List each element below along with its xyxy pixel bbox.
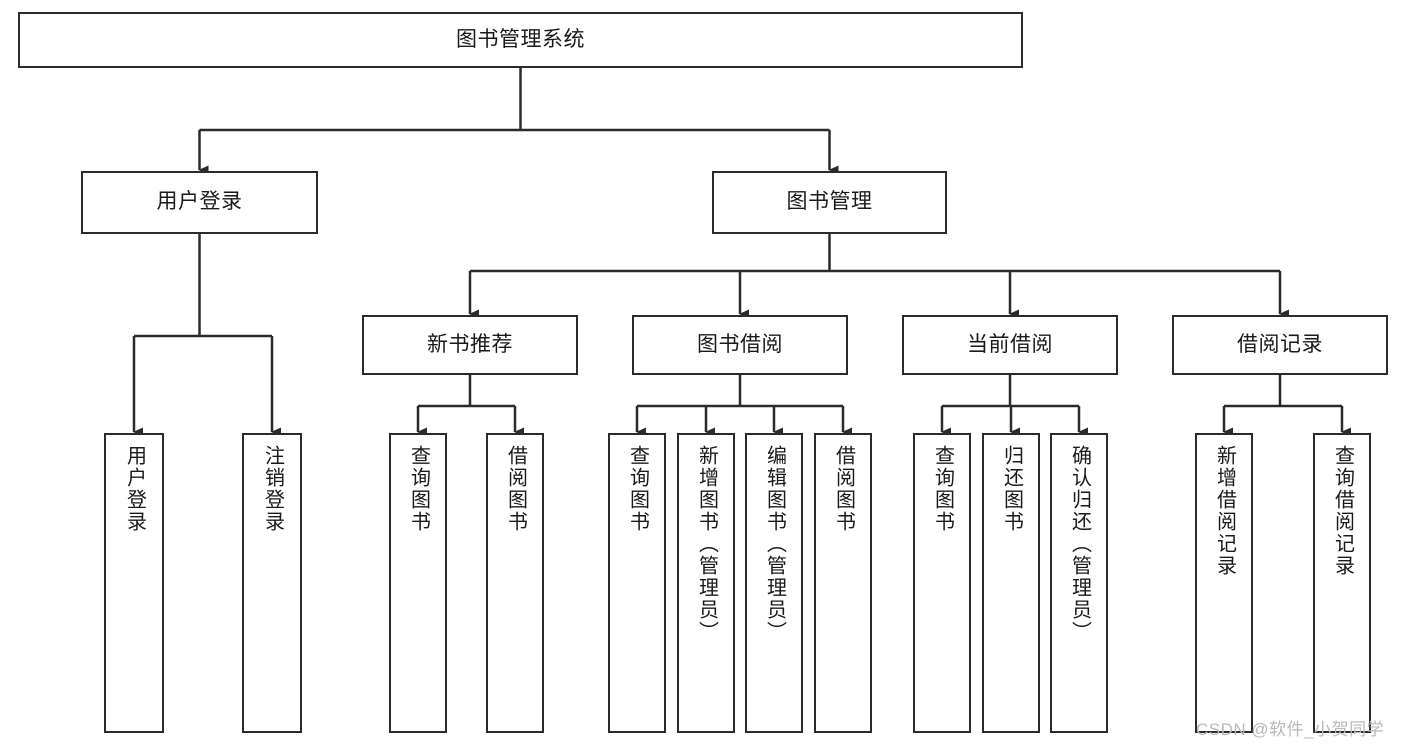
node-label: 确认归还（管理员） bbox=[1068, 445, 1091, 643]
node-current-borrow: 当前借阅 bbox=[902, 315, 1118, 375]
node-user-login: 用户登录 bbox=[81, 171, 318, 234]
node-label: 注销登录 bbox=[261, 445, 284, 533]
node-label: 新书推荐 bbox=[427, 332, 513, 356]
leaf-leaf-add-book: 新增图书（管理员） bbox=[677, 433, 735, 733]
node-label: 新增借阅记录 bbox=[1213, 445, 1236, 577]
leaf-leaf-query-record: 查询借阅记录 bbox=[1313, 433, 1371, 733]
node-label: 新增图书（管理员） bbox=[695, 445, 718, 643]
node-label: 用户登录 bbox=[156, 190, 243, 214]
leaf-leaf-borrow-book-2: 借阅图书 bbox=[814, 433, 872, 733]
leaf-leaf-user-logout: 注销登录 bbox=[242, 433, 302, 733]
node-book-borrow: 图书借阅 bbox=[632, 315, 848, 375]
leaf-leaf-query-book-1: 查询图书 bbox=[389, 433, 447, 733]
node-label: 查询图书 bbox=[931, 445, 954, 533]
leaf-leaf-edit-book: 编辑图书（管理员） bbox=[745, 433, 803, 733]
node-root-root: 图书管理系统 bbox=[18, 12, 1023, 68]
node-label: 用户登录 bbox=[123, 445, 146, 533]
node-borrow-record: 借阅记录 bbox=[1172, 315, 1388, 375]
leaf-leaf-query-book-3: 查询图书 bbox=[913, 433, 971, 733]
node-label: 图书管理系统 bbox=[456, 27, 585, 51]
node-new-book-recommend: 新书推荐 bbox=[362, 315, 578, 375]
node-label: 编辑图书（管理员） bbox=[763, 445, 786, 643]
watermark-csdn: CSDN @软件_小贺同学 bbox=[1196, 720, 1385, 739]
leaf-leaf-query-book-2: 查询图书 bbox=[608, 433, 666, 733]
leaf-leaf-borrow-book-1: 借阅图书 bbox=[486, 433, 544, 733]
leaf-leaf-add-record: 新增借阅记录 bbox=[1195, 433, 1253, 733]
node-label: 图书管理 bbox=[786, 190, 873, 214]
node-label: 借阅记录 bbox=[1237, 332, 1323, 356]
leaf-leaf-return-book: 归还图书 bbox=[982, 433, 1040, 733]
node-label: 归还图书 bbox=[1000, 445, 1023, 533]
node-label: 借阅图书 bbox=[832, 445, 855, 533]
node-label: 查询图书 bbox=[407, 445, 430, 533]
node-label: 图书借阅 bbox=[697, 332, 783, 356]
node-book-manage: 图书管理 bbox=[712, 171, 947, 234]
leaf-leaf-user-login: 用户登录 bbox=[104, 433, 164, 733]
node-label: 查询借阅记录 bbox=[1331, 445, 1354, 577]
leaf-leaf-confirm-return: 确认归还（管理员） bbox=[1050, 433, 1108, 733]
node-label: 当前借阅 bbox=[967, 332, 1053, 356]
node-label: 借阅图书 bbox=[504, 445, 527, 533]
node-label: 查询图书 bbox=[626, 445, 649, 533]
